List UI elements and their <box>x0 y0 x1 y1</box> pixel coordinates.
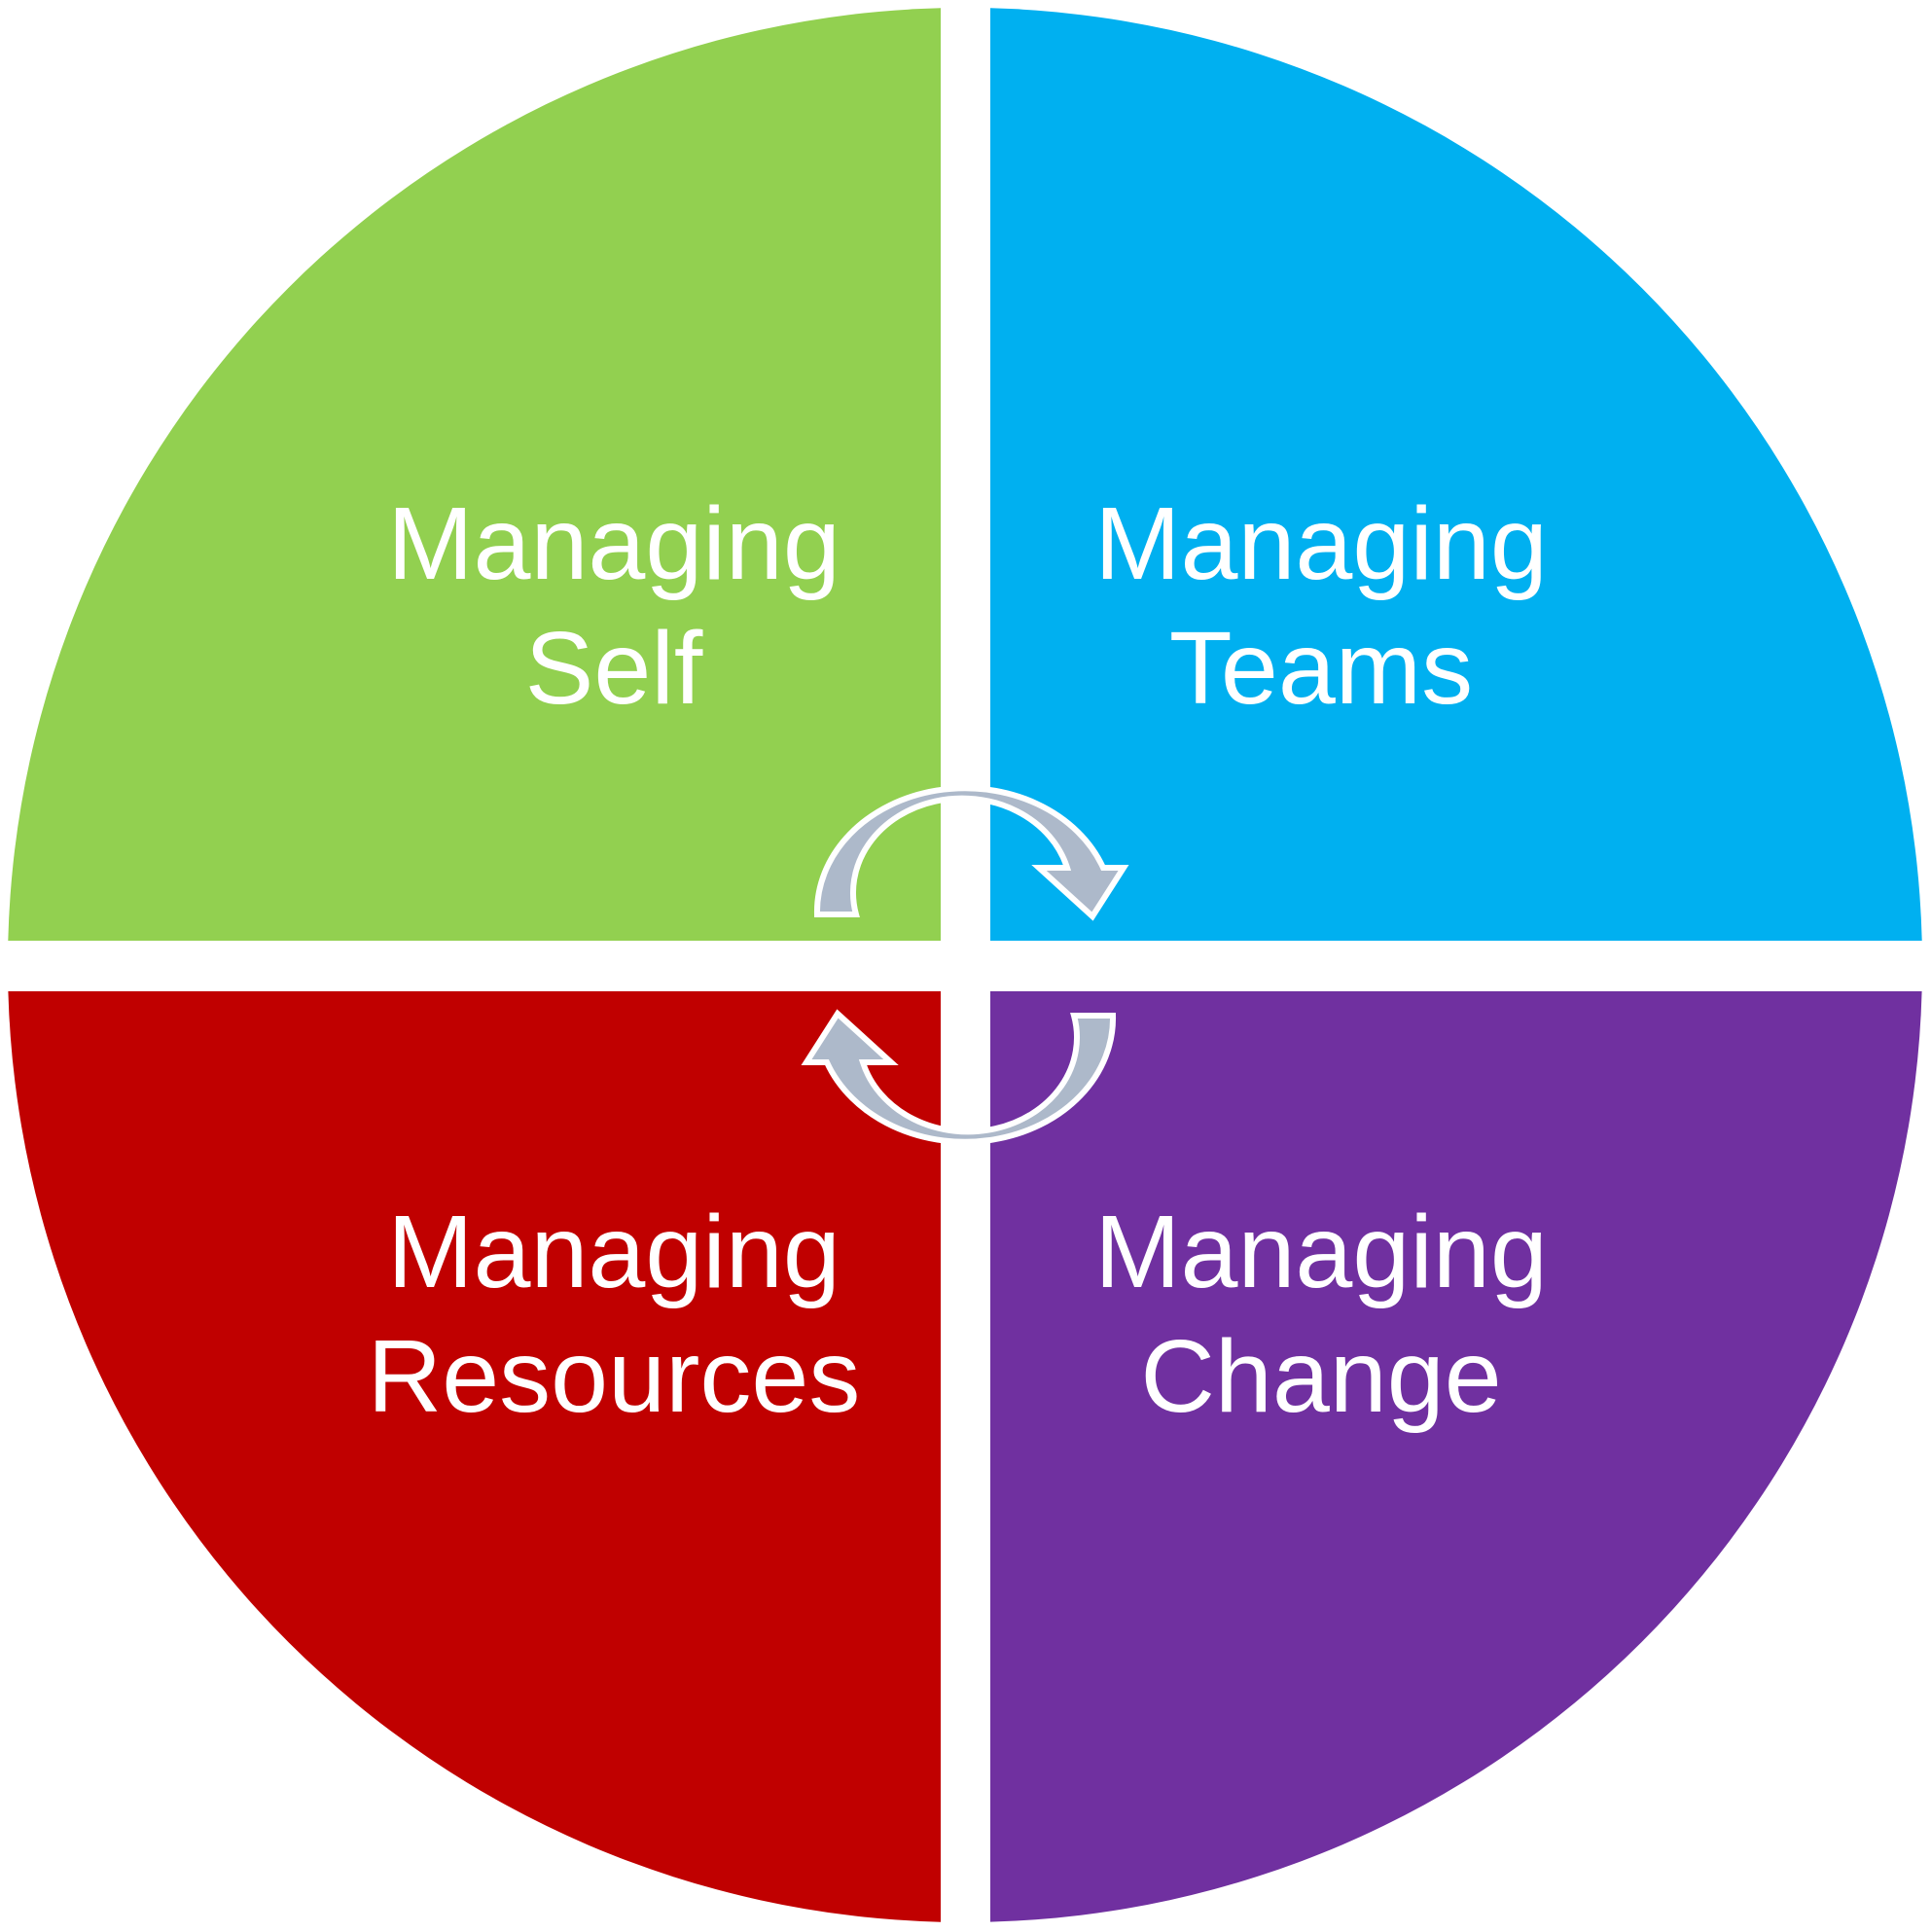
quadrant-managing-teams <box>990 8 1922 942</box>
quadrant-managing-self <box>8 8 942 942</box>
label-managing-resources-line1: Managing <box>387 1195 840 1309</box>
curved-arrow-bottom-icon <box>801 1009 1117 1145</box>
label-managing-self-line1: Managing <box>387 486 840 601</box>
label-managing-teams-line2: Teams <box>1169 611 1473 726</box>
quadrant-managing-resources <box>8 991 941 1922</box>
label-managing-change-line2: Change <box>1140 1319 1501 1434</box>
label-managing-change-line1: Managing <box>1094 1195 1548 1309</box>
quadrant-managing-change <box>990 991 1922 1922</box>
curved-arrow-top-icon <box>813 785 1129 921</box>
label-managing-self-line2: Self <box>525 611 703 726</box>
label-managing-resources-line2: Resources <box>368 1319 861 1434</box>
label-managing-teams-line1: Managing <box>1094 486 1548 601</box>
